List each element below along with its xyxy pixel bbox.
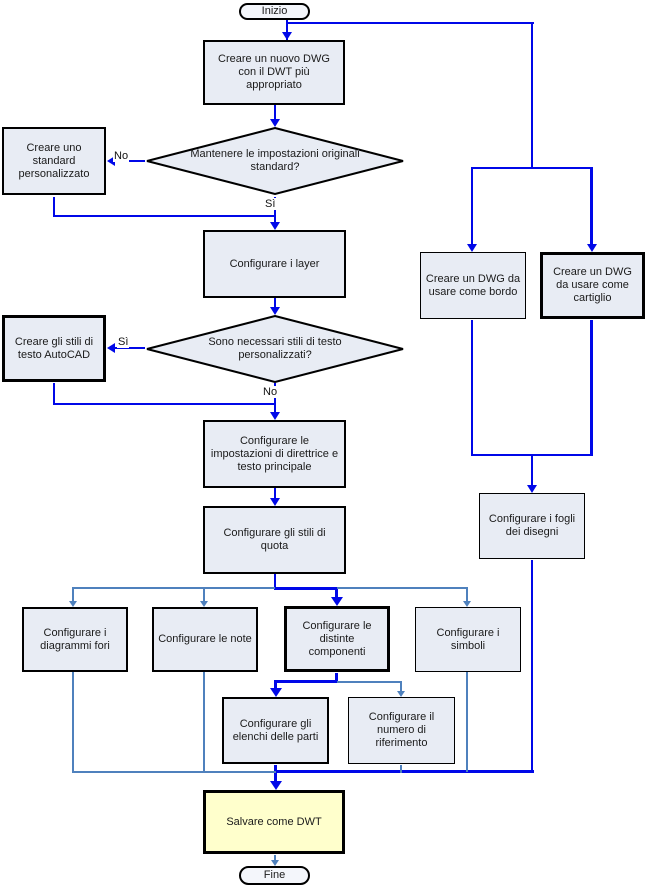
node-parts-lists: Configurare gli elenchi delle parti	[222, 697, 329, 764]
connector	[274, 383, 276, 414]
connector	[72, 587, 74, 602]
connector	[471, 167, 593, 169]
connector	[274, 105, 276, 121]
arrowhead	[270, 781, 282, 790]
connector	[531, 560, 533, 772]
arrowhead	[270, 307, 280, 315]
connector	[72, 587, 275, 589]
connector	[286, 22, 534, 24]
decision-label: Mantenere le impostazioni originali stan…	[190, 148, 360, 173]
node-balloons: Configurare il numero di riferimento	[348, 697, 455, 764]
connector	[274, 770, 534, 773]
arrowhead	[270, 688, 282, 697]
node-end: Fine	[239, 866, 310, 885]
node-autocad-text-styles: Creare gli stili di testo AutoCAD	[2, 315, 106, 382]
arrowhead	[270, 412, 280, 420]
arrowhead	[282, 32, 292, 40]
node-decision-text-styles: Sono necessari stili di testo personaliz…	[145, 315, 405, 383]
connector	[531, 22, 533, 169]
arrowhead	[331, 597, 343, 606]
connector	[203, 587, 205, 602]
connector	[400, 765, 402, 773]
arrowhead	[69, 601, 77, 607]
connector	[335, 587, 338, 599]
node-create-new-dwg: Creare un nuovo DWG con il DWT più appro…	[203, 40, 345, 105]
node-hole-charts: Configurare i diagrammi fori	[22, 607, 128, 672]
node-titleblock-dwg: Creare un DWG da usare come cartiglio	[540, 252, 645, 319]
connector	[274, 574, 276, 589]
edge-label-no: No	[113, 150, 130, 162]
connector	[466, 587, 468, 602]
connector	[286, 20, 288, 40]
connector	[466, 672, 468, 772]
node-symbols: Configurare i simboli	[415, 607, 521, 672]
node-notes: Configurare le note	[152, 607, 258, 672]
arrowhead	[587, 244, 597, 252]
connector	[203, 672, 205, 773]
edge-label-si: Sì	[117, 336, 130, 348]
connector	[274, 680, 338, 683]
connector	[72, 672, 74, 773]
connector	[53, 215, 276, 217]
edge-label-no: No	[262, 386, 279, 398]
connector	[337, 587, 467, 589]
connector	[471, 167, 473, 247]
connector	[335, 673, 338, 682]
arrowhead	[200, 601, 208, 607]
diamond-shape	[146, 315, 404, 383]
connector	[274, 680, 277, 690]
arrowhead	[463, 601, 471, 607]
diamond-shape	[146, 127, 404, 195]
node-dim-styles: Configurare gli stili di quota	[203, 506, 346, 574]
arrowhead	[270, 119, 280, 127]
arrowhead	[270, 222, 280, 230]
decision-label: Sono necessari stili di testo personaliz…	[208, 336, 342, 361]
connector	[274, 587, 338, 590]
connector	[53, 403, 276, 405]
connector	[274, 488, 276, 500]
node-configure-layers: Configurare i layer	[203, 230, 346, 298]
connector	[53, 197, 55, 217]
connector	[53, 383, 55, 405]
connector	[590, 167, 593, 247]
node-border-dwg: Creare un DWG da usare come bordo	[420, 252, 526, 319]
arrowhead	[467, 244, 477, 252]
connector	[531, 454, 533, 487]
connector	[274, 298, 276, 309]
node-decision-keep-standard: Mantenere le impostazioni originali stan…	[145, 127, 405, 195]
connector	[471, 320, 473, 456]
connector	[274, 855, 276, 862]
node-leader-settings: Configurare le impostazioni di direttric…	[203, 420, 346, 488]
arrowhead	[271, 860, 279, 866]
node-drawing-sheets: Configurare i fogli dei disegni	[479, 493, 585, 559]
connector	[274, 765, 277, 783]
arrowhead	[107, 343, 115, 353]
connector	[337, 681, 402, 683]
connector	[590, 320, 593, 456]
edge-label-si: Sì	[264, 198, 277, 210]
node-custom-standard: Creare uno standard personalizzato	[2, 127, 106, 195]
connector	[113, 347, 145, 349]
connector	[72, 771, 276, 773]
arrowhead	[397, 691, 405, 697]
arrowhead	[527, 485, 537, 493]
connector	[400, 681, 402, 693]
connector	[274, 197, 276, 224]
arrowhead	[270, 498, 280, 506]
node-start: Inizio	[239, 3, 310, 20]
node-save-dwt: Salvare come DWT	[203, 790, 345, 854]
node-boms: Configurare le distinte componenti	[284, 606, 390, 672]
arrowhead	[107, 156, 115, 166]
